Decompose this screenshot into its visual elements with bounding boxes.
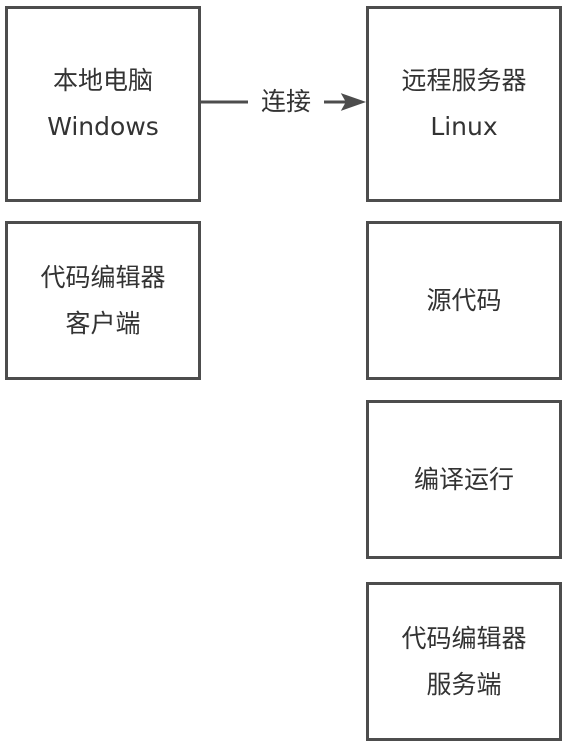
compile-run-box: 编译运行: [366, 400, 562, 559]
connect-label: 连接: [248, 80, 324, 124]
local-pc-os: Windows: [47, 112, 159, 141]
editor-client-title: 代码编辑器: [40, 262, 166, 292]
remote-server-os: Linux: [430, 112, 498, 141]
editor-server-subtitle: 服务端: [426, 669, 502, 699]
source-code-box: 源代码: [366, 221, 562, 380]
remote-server-title: 远程服务器: [401, 66, 527, 95]
editor-client-subtitle: 客户端: [65, 308, 141, 338]
remote-server-box: 远程服务器 Linux: [366, 6, 562, 202]
editor-server-box: 代码编辑器 服务端: [366, 582, 562, 741]
connect-arrow-head: [340, 93, 367, 111]
editor-server-title: 代码编辑器: [401, 623, 527, 653]
editor-client-box: 代码编辑器 客户端: [5, 221, 201, 380]
local-pc-title: 本地电脑: [52, 66, 153, 95]
local-pc-box: 本地电脑 Windows: [5, 6, 201, 202]
source-code-title: 源代码: [426, 285, 502, 315]
compile-run-title: 编译运行: [413, 464, 514, 494]
